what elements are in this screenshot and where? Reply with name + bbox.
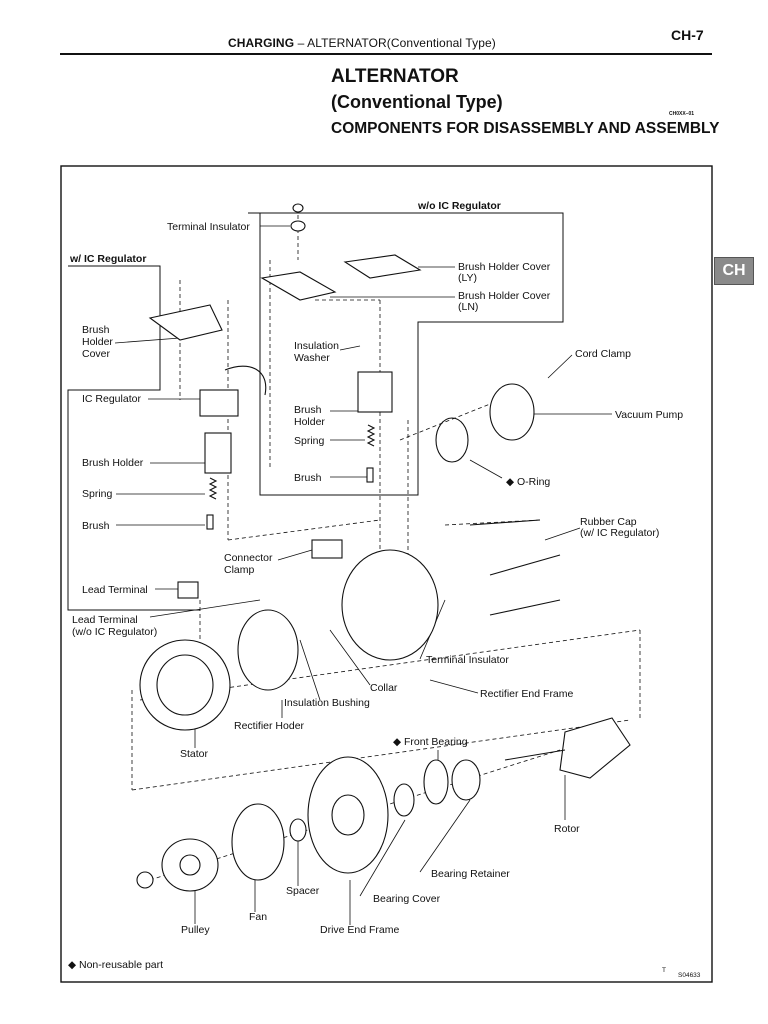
label-brush-holder-left: Brush Holder [82,457,144,469]
label-insulation-washer-2: Washer [294,352,330,364]
label-brush-left: Brush [82,520,110,532]
label-cord-clamp: Cord Clamp [575,348,631,360]
label-lead-terminal-wo-1: Lead Terminal [72,614,138,626]
pulley-bore [179,854,201,876]
document-code: CH0XX–01 [669,111,695,117]
stator-inner [156,654,214,716]
through-bolt-2 [489,554,561,576]
section-subtitle: – ALTERNATOR(Conventional Type) [294,36,496,50]
label-ic-regulator: IC Regulator [82,393,141,405]
drive-end-frame-hub [331,794,365,836]
rotor-shaft [504,749,566,761]
label-lead-terminal-wo-2: (w/o IC Regulator) [72,626,157,638]
brush-holder-cover-ln-part [260,271,337,301]
label-brush-holder-mid-2: Holder [294,416,325,428]
label-terminal-insulator-mid: Terminal Insulator [426,654,509,666]
brush-holder-mid-part [357,371,393,413]
brush-holder-part [204,432,232,474]
label-rubber-cap-1: Rubber Cap [580,516,637,528]
label-collar: Collar [370,682,398,694]
figure-id: S04633 [678,972,701,979]
front-bearing-part [423,759,449,805]
chapter-tab: CH [714,257,754,285]
label-spacer: Spacer [286,885,320,897]
bearing-cover-part [393,783,415,817]
label-bearing-retainer: Bearing Retainer [431,868,510,880]
label-brush-holder-cover-2: Holder [82,336,113,348]
label-rectifier-end-frame: Rectifier End Frame [480,688,574,700]
brush-holder-cover-ly-part [343,254,422,279]
rectifier-holder-part [237,609,299,691]
label-w-ic-regulator: w/ IC Regulator [69,253,146,265]
label-o-ring: ◆ O-Ring [506,476,550,488]
through-bolt-1 [469,519,541,526]
label-rotor: Rotor [554,823,580,835]
ic-regulator-cable [224,365,267,396]
fan-part [231,803,285,881]
page-number: CH-7 [671,27,704,43]
lead-terminal-part [177,581,199,599]
label-brush-holder-cover-1: Brush [82,324,110,336]
pulley-nut [136,871,154,889]
rectifier-end-frame-part [341,549,439,661]
terminal-insulator-washer [290,220,306,232]
diagram-frame [60,165,713,983]
label-brush-holder-mid-1: Brush [294,404,322,416]
label-brush-holder-cover-ly-code: (LY) [458,272,477,284]
label-pulley: Pulley [181,924,210,936]
label-drive-end-frame: Drive End Frame [320,924,400,936]
terminal-insulator-part [292,203,304,213]
label-connector-clamp-2: Clamp [224,564,255,576]
page-title: ALTERNATOR [331,66,459,87]
label-stator: Stator [180,748,209,760]
section-heading: COMPONENTS FOR DISASSEMBLY AND ASSEMBLY [331,120,720,137]
figure-prefix: T [662,967,666,974]
label-rubber-cap-2: (w/ IC Regulator) [580,527,659,539]
rotor-part [559,717,631,779]
running-header: CHARGING – ALTERNATOR(Conventional Type) [228,36,496,50]
label-spring-mid: Spring [294,435,325,447]
legend-non-reusable: ◆ Non-reusable part [68,959,163,971]
spring-part-left [208,477,218,500]
label-vacuum-pump: Vacuum Pump [615,409,683,421]
brush-part-left [206,514,214,530]
w-ic-regulator-box [67,265,200,611]
label-fan: Fan [249,911,267,923]
label-insulation-bushing: Insulation Bushing [284,697,370,709]
o-ring-part [435,417,469,463]
ic-regulator-part [199,389,239,417]
label-bearing-cover: Bearing Cover [373,893,441,905]
label-brush-mid: Brush [294,472,322,484]
components [136,203,631,892]
label-front-bearing: ◆ Front Bearing [393,736,468,748]
label-terminal-insulator-top: Terminal Insulator [167,221,250,233]
label-spring-left: Spring [82,488,113,500]
header-rule [60,53,712,55]
label-brush-holder-cover-ln: Brush Holder Cover [458,290,551,302]
label-wo-ic-regulator: w/o IC Regulator [417,200,501,212]
label-brush-holder-cover-ln-code: (LN) [458,301,478,313]
label-insulation-washer-1: Insulation [294,340,339,352]
spacer-part [289,818,307,842]
connector-clamp-part [311,539,343,559]
bearing-retainer-part [451,759,481,801]
label-lead-terminal: Lead Terminal [82,584,148,596]
page-subtitle: (Conventional Type) [331,92,503,112]
section-name: CHARGING [228,36,295,50]
brush-part-mid [366,467,374,483]
label-rectifier-holder: Rectifier Hoder [234,720,305,732]
label-brush-holder-cover-3: Cover [82,348,111,360]
spring-part-mid [366,424,376,447]
brush-holder-cover-part [148,304,223,341]
vacuum-pump-part [489,383,535,441]
through-bolt-3 [489,599,561,616]
label-brush-holder-cover-ly: Brush Holder Cover [458,261,551,273]
wo-ic-regulator-box [248,212,564,496]
label-connector-clamp-1: Connector [224,552,273,564]
